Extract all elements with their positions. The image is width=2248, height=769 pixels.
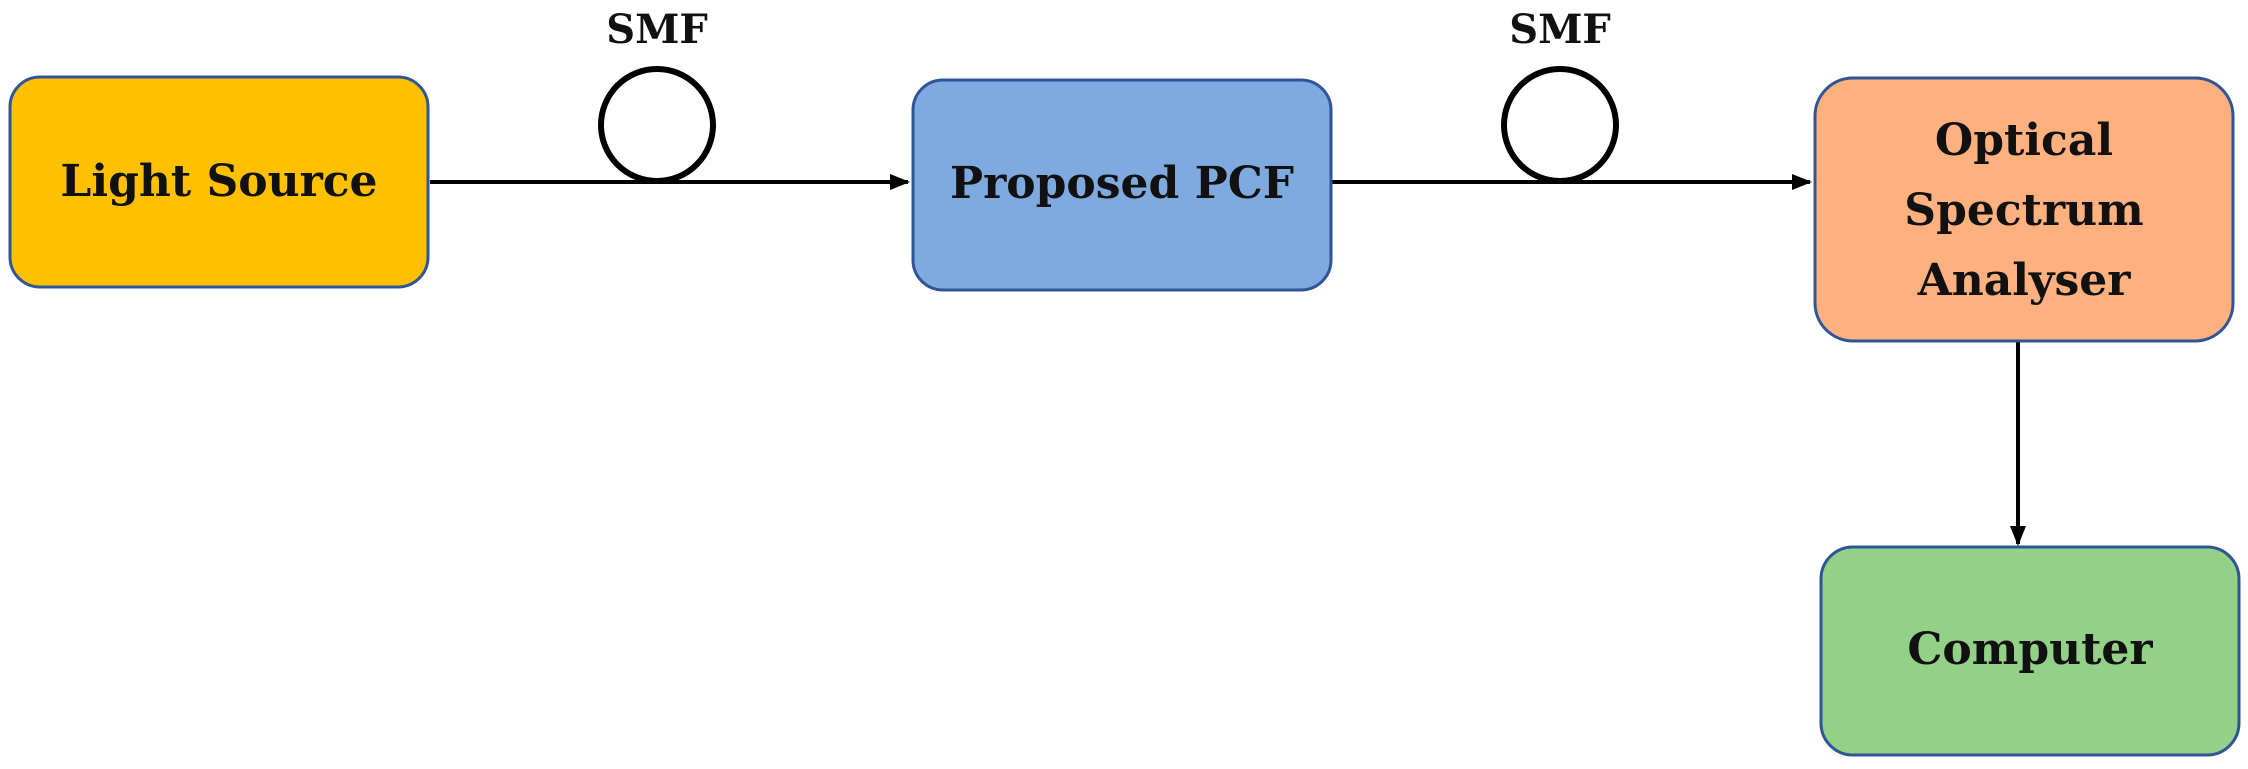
smf-2-label: SMF — [1509, 6, 1611, 53]
light-source-label: Light Source — [60, 156, 377, 207]
node-optical-spectrum-analyser: Optical Spectrum Analyser — [1813, 76, 2235, 343]
smf-1-label: SMF — [606, 6, 708, 53]
smf-fiber-2: SMF — [1501, 6, 1619, 184]
light-source-box — [8, 75, 430, 289]
proposed-pcf-label: Proposed PCF — [950, 158, 1294, 209]
osa-label-line-3: Analyser — [1917, 255, 2132, 306]
node-proposed-pcf: Proposed PCF — [911, 78, 1333, 292]
node-computer: Computer — [1819, 545, 2241, 757]
osa-box — [1813, 76, 2235, 343]
smf-fiber-1: SMF — [598, 6, 716, 184]
osa-label-line-1: Optical — [1935, 115, 2113, 166]
proposed-pcf-box — [911, 78, 1333, 292]
node-light-source: Light Source — [8, 75, 430, 289]
fiber-coil-icon — [598, 66, 716, 184]
osa-label-line-2: Spectrum — [1904, 185, 2143, 236]
fiber-coil-icon — [1501, 66, 1619, 184]
computer-box — [1819, 545, 2241, 757]
computer-label: Computer — [1907, 624, 2153, 675]
